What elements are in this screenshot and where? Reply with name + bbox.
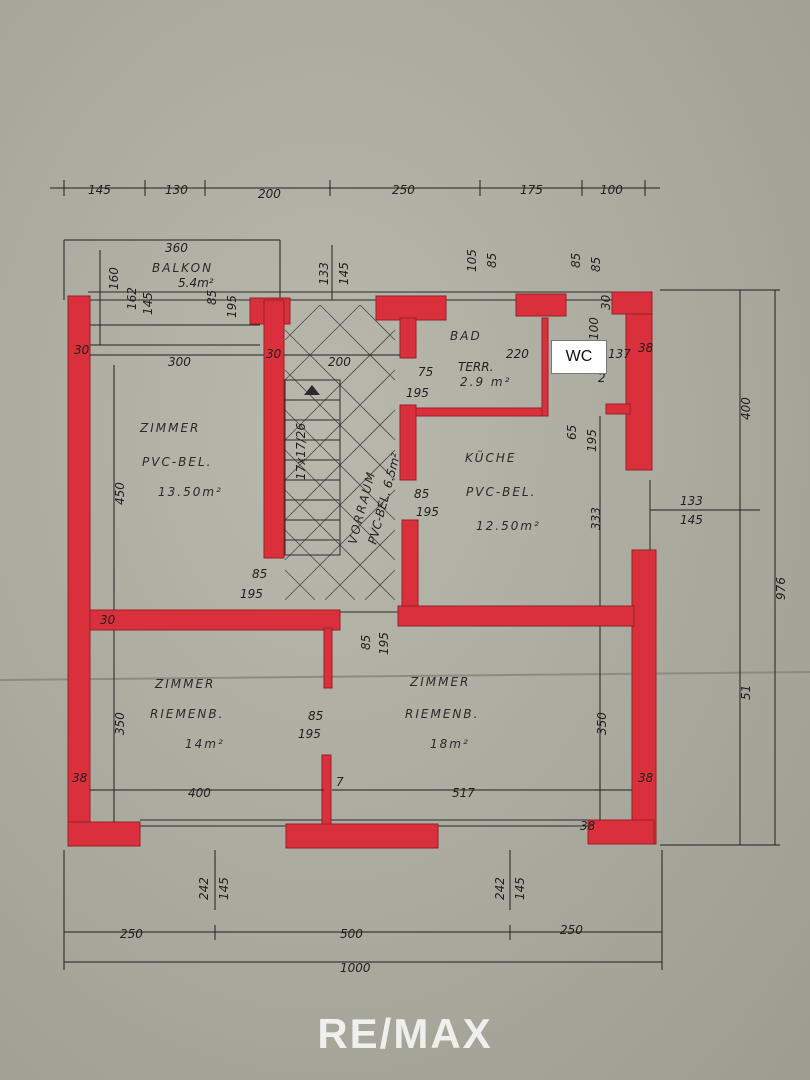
dim-top-5: 175 bbox=[520, 183, 543, 197]
dim-350-right: 350 bbox=[595, 712, 609, 735]
paper-fold bbox=[0, 671, 810, 681]
dim-220: 220 bbox=[506, 347, 529, 361]
remax-logo: RE/MAX bbox=[317, 1010, 493, 1057]
door-dim-85-c: 85 bbox=[359, 635, 373, 650]
balcony-label: BALKON bbox=[152, 261, 213, 275]
dim-top-6: 100 bbox=[600, 183, 623, 197]
dim-bottom-250-left: 250 bbox=[120, 927, 143, 941]
dim-opening-30: 30 bbox=[599, 294, 613, 310]
dim-right-976: 976 bbox=[774, 577, 788, 600]
door-dim-195-c: 195 bbox=[377, 632, 391, 655]
room-bad-name: BAD bbox=[450, 329, 482, 343]
dim-333: 333 bbox=[589, 507, 603, 530]
room-zimmer-bl-area: 14m² bbox=[185, 737, 225, 751]
room-kueche-name: KÜCHE bbox=[465, 449, 516, 465]
dim-300: 300 bbox=[168, 355, 191, 369]
dim-top-1: 145 bbox=[88, 183, 111, 197]
wall-dim-38-d: 38 bbox=[580, 819, 596, 833]
door-dim-195-f: 195 bbox=[406, 386, 429, 400]
dim-bottom-500: 500 bbox=[340, 927, 363, 941]
room-zimmer-left-name: ZIMMER bbox=[139, 421, 200, 435]
wall-dim-7: 7 bbox=[336, 775, 344, 789]
dim-right-51: 51 bbox=[739, 685, 753, 700]
room-bad-floor: TERR. bbox=[458, 360, 493, 374]
room-zimmer-br-name: ZIMMER bbox=[409, 675, 470, 689]
balcony-dim-145: 145 bbox=[141, 292, 155, 315]
dim-opening-133: 133 bbox=[317, 262, 331, 285]
dim-right-133: 133 bbox=[680, 494, 703, 508]
walls bbox=[67, 291, 657, 849]
door-dim-195-e: 195 bbox=[585, 429, 599, 452]
dim-517: 517 bbox=[452, 786, 475, 800]
dim-opening-85b: 85 bbox=[569, 253, 583, 268]
room-zimmer-bl-name: ZIMMER bbox=[154, 677, 215, 691]
dim-400: 400 bbox=[188, 786, 211, 800]
dim-right-145: 145 bbox=[680, 513, 703, 527]
dim-opening-85c: 85 bbox=[589, 257, 603, 272]
balcony-dim-160: 160 bbox=[107, 267, 121, 290]
dim-right-400: 400 bbox=[739, 397, 753, 420]
door-dim-65: 65 bbox=[565, 425, 579, 440]
door-dim-195-b: 195 bbox=[416, 505, 439, 519]
wc-label: WC bbox=[551, 340, 607, 374]
room-zimmer-br-area: 18m² bbox=[430, 737, 470, 751]
dim-top-2: 130 bbox=[165, 183, 188, 197]
room-kueche-floor: PVC-BEL. bbox=[466, 485, 536, 499]
door-dim-85-b: 85 bbox=[414, 487, 429, 501]
dim-window-242-right: 242 bbox=[493, 877, 507, 900]
dim-bottom-250-right: 250 bbox=[560, 923, 583, 937]
balcony-dim-195: 195 bbox=[225, 295, 239, 318]
dim-opening-105: 105 bbox=[465, 249, 479, 272]
door-dim-75: 75 bbox=[418, 365, 433, 379]
stair-arrow-icon bbox=[304, 385, 320, 395]
wall-dim-38-a: 38 bbox=[638, 341, 654, 355]
dim-top-3: 200 bbox=[258, 187, 281, 201]
dim-total-1000: 1000 bbox=[340, 961, 371, 975]
stair-steps bbox=[284, 379, 341, 556]
dim-450: 450 bbox=[113, 482, 127, 505]
top-dimension-chain bbox=[50, 180, 660, 196]
balcony-width: 360 bbox=[165, 241, 188, 255]
balcony-outline bbox=[63, 239, 281, 346]
door-dim-85-a: 85 bbox=[252, 567, 267, 581]
wall-dim-30-b: 30 bbox=[266, 347, 282, 361]
wall-dim-2: 2 bbox=[598, 371, 606, 385]
room-zimmer-left-floor: PVC-BEL. bbox=[142, 455, 212, 469]
bottom-window-lines bbox=[214, 850, 511, 910]
wall-dim-38-c: 38 bbox=[638, 771, 654, 785]
balcony-area: 5.4m² bbox=[178, 276, 214, 290]
wall-dim-30-a: 30 bbox=[74, 343, 90, 357]
balcony-dim-162: 162 bbox=[125, 287, 139, 310]
dim-opening-85a: 85 bbox=[485, 253, 499, 268]
dim-137: 137 bbox=[608, 347, 631, 361]
dim-top-4: 250 bbox=[392, 183, 415, 197]
dim-opening-145: 145 bbox=[337, 262, 351, 285]
door-dim-195-d: 195 bbox=[298, 727, 321, 741]
wall-dim-100: 100 bbox=[587, 317, 601, 340]
room-zimmer-left-area: 13.50m² bbox=[158, 485, 223, 499]
door-dim-85-d: 85 bbox=[308, 709, 323, 723]
dim-window-145-left: 145 bbox=[217, 877, 231, 900]
room-bad-area: 2.9 m² bbox=[460, 375, 511, 389]
wall-dim-30-c: 30 bbox=[100, 613, 116, 627]
room-kueche-area: 12.50m² bbox=[476, 519, 541, 533]
interior-dimension-lines bbox=[90, 354, 632, 822]
dim-window-242-left: 242 bbox=[197, 877, 211, 900]
dim-200: 200 bbox=[328, 355, 351, 369]
room-zimmer-br-floor: RIEMENB. bbox=[405, 707, 479, 721]
right-dimension-chain bbox=[650, 289, 780, 846]
stairs-dims: 17x17/26 bbox=[294, 423, 308, 480]
bottom-dimension-chain bbox=[63, 850, 663, 970]
dim-350-left: 350 bbox=[113, 712, 127, 735]
wall-dim-38-b: 38 bbox=[72, 771, 88, 785]
door-dim-195-a: 195 bbox=[240, 587, 263, 601]
dim-window-145-right: 145 bbox=[513, 877, 527, 900]
room-zimmer-bl-floor: RIEMENB. bbox=[150, 707, 224, 721]
balcony-dim-85: 85 bbox=[205, 290, 219, 305]
